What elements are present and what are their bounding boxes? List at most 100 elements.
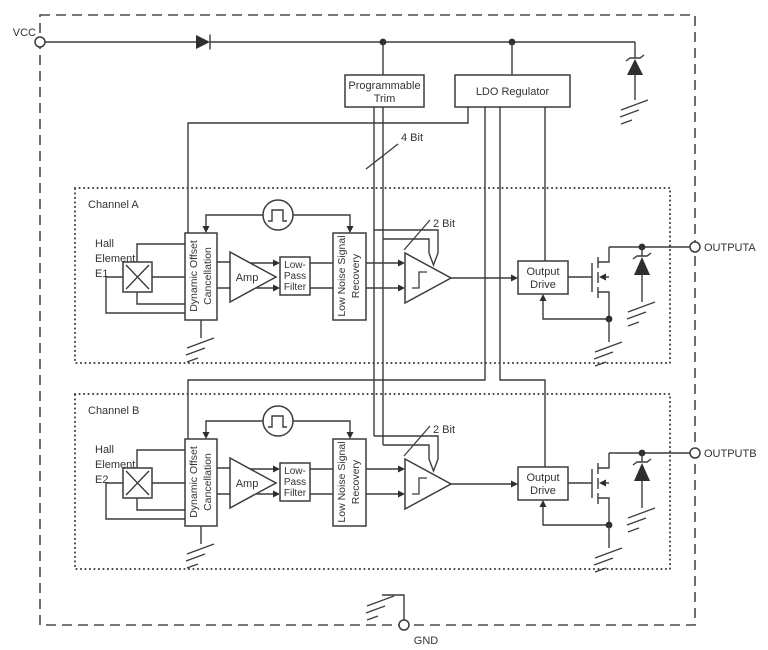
- hall-wire: [136, 292, 185, 305]
- feedback-wire: [542, 507, 609, 526]
- ground-icon: [185, 337, 215, 363]
- channel-b: Channel B Hall Element E2 Dynamic Offset…: [74, 393, 757, 573]
- channel-title: Channel B: [88, 405, 139, 417]
- schmitt-trigger-icon: [404, 457, 453, 511]
- ground-icon: [619, 99, 649, 125]
- bus-arrowhead: [428, 252, 439, 267]
- lpf-label-line3: Filter: [284, 282, 307, 293]
- output-pin-label: OUTPUTB: [704, 448, 757, 460]
- trim-label-line1: Programmable: [348, 80, 420, 92]
- channel-a-box: [74, 187, 671, 364]
- chopper-wire: [205, 214, 263, 226]
- wire: [250, 468, 273, 495]
- supply-rail: [45, 34, 635, 75]
- arrowhead: [398, 465, 405, 473]
- lpf-label-line1: Low-: [284, 466, 306, 477]
- arrowhead: [273, 465, 280, 473]
- ldo-regulator-block: LDO Regulator: [454, 74, 571, 108]
- lpf-label-line2: Pass: [284, 477, 306, 488]
- low-noise-signal-recovery-block: Low Noise Signal Recovery: [332, 438, 367, 527]
- dynamic-offset-cancellation-block: Dynamic Offset Cancellation: [184, 438, 218, 527]
- arrowhead: [346, 432, 354, 439]
- arrowhead: [273, 259, 280, 267]
- doc-label-line1: Dynamic Offset: [188, 240, 200, 312]
- arrowhead: [398, 284, 405, 292]
- ground-icon: [593, 547, 623, 573]
- output-drive-label-line2: Drive: [530, 485, 556, 497]
- hall-wire: [105, 276, 185, 314]
- bus-arrowhead: [428, 458, 439, 473]
- low-pass-filter-block: Low- Pass Filter: [279, 256, 311, 296]
- lnsr-label-line1: Low Noise Signal: [336, 235, 348, 316]
- output-drive-label-line2: Drive: [530, 279, 556, 291]
- amp-icon: Amp: [229, 456, 278, 510]
- routing-wires: 4 Bit: [187, 107, 546, 467]
- mosfet-icon: [591, 453, 610, 525]
- wire: [310, 262, 333, 289]
- vcc-label: VCC: [13, 27, 36, 39]
- lpf-label-line2: Pass: [284, 271, 306, 282]
- bus-slash-icon: [403, 219, 431, 251]
- zener-diode-icon: [625, 54, 645, 75]
- gnd-pin: [398, 619, 410, 631]
- two-bit-bus-label: 2 Bit: [433, 424, 455, 436]
- channel-b-box: [74, 393, 671, 570]
- bus-wire: [383, 444, 430, 459]
- arrowhead: [273, 284, 280, 292]
- amp-label: Amp: [236, 478, 259, 490]
- arrowhead: [511, 480, 518, 488]
- mosfet-icon: [591, 247, 610, 319]
- ldo-route-channel-a: [187, 107, 469, 233]
- channel-title: Channel A: [88, 199, 139, 211]
- lnsr-label-line1: Low Noise Signal: [336, 441, 348, 522]
- arrowhead: [398, 490, 405, 498]
- wire: [217, 261, 230, 289]
- feedback-wire: [542, 301, 609, 320]
- low-noise-signal-recovery-block: Low Noise Signal Recovery: [332, 232, 367, 321]
- ground-icon: [365, 595, 395, 621]
- output-drive-label-line1: Output: [526, 472, 559, 484]
- chopper-clock-icon: [262, 405, 294, 437]
- hall-wire: [136, 243, 185, 262]
- chopper-wire: [293, 420, 351, 432]
- trim-label-line2: Trim: [374, 93, 396, 105]
- output-pin: [689, 447, 701, 459]
- two-bit-bus: 2 Bit: [374, 218, 455, 267]
- vcc-pin-group: VCC: [13, 27, 46, 48]
- ground-icon: [185, 543, 215, 569]
- hall-wire: [105, 482, 185, 520]
- wire: [217, 467, 230, 495]
- arrowhead: [202, 226, 210, 233]
- ldo-route-output-b: [499, 107, 546, 467]
- ldo-route-channel-b: [187, 107, 486, 439]
- chip-boundary: [39, 14, 696, 626]
- output-drive-block: Output Drive: [517, 260, 569, 295]
- hall-plate-icon: [122, 467, 153, 499]
- two-bit-bus-label: 2 Bit: [433, 218, 455, 230]
- ground-icon: [593, 341, 623, 367]
- output-pin: [689, 241, 701, 253]
- wire: [250, 262, 273, 289]
- amp-icon: Amp: [229, 250, 278, 304]
- bus-wire: [374, 229, 439, 253]
- ground-icon: [626, 301, 656, 327]
- schmitt-trigger-icon: [404, 251, 453, 305]
- bus-slash-icon: [403, 425, 431, 457]
- two-bit-bus: 2 Bit: [374, 424, 455, 473]
- vcc-pin: [34, 36, 46, 48]
- output-pin-label: OUTPUTA: [704, 242, 756, 254]
- doc-label-line2: Cancellation: [202, 247, 214, 305]
- arrowhead: [273, 490, 280, 498]
- wire: [310, 468, 333, 495]
- arrowhead: [202, 432, 210, 439]
- wire: [366, 262, 398, 289]
- arrowhead: [511, 274, 518, 282]
- gnd-wire: [382, 594, 405, 620]
- hall-element-label: Hall: [95, 444, 114, 456]
- gnd-label: GND: [414, 635, 439, 647]
- lnsr-label-line2: Recovery: [350, 253, 362, 298]
- diode-icon: [196, 34, 211, 50]
- four-bit-bus-label: 4 Bit: [401, 132, 423, 144]
- lpf-label-line1: Low-: [284, 260, 306, 271]
